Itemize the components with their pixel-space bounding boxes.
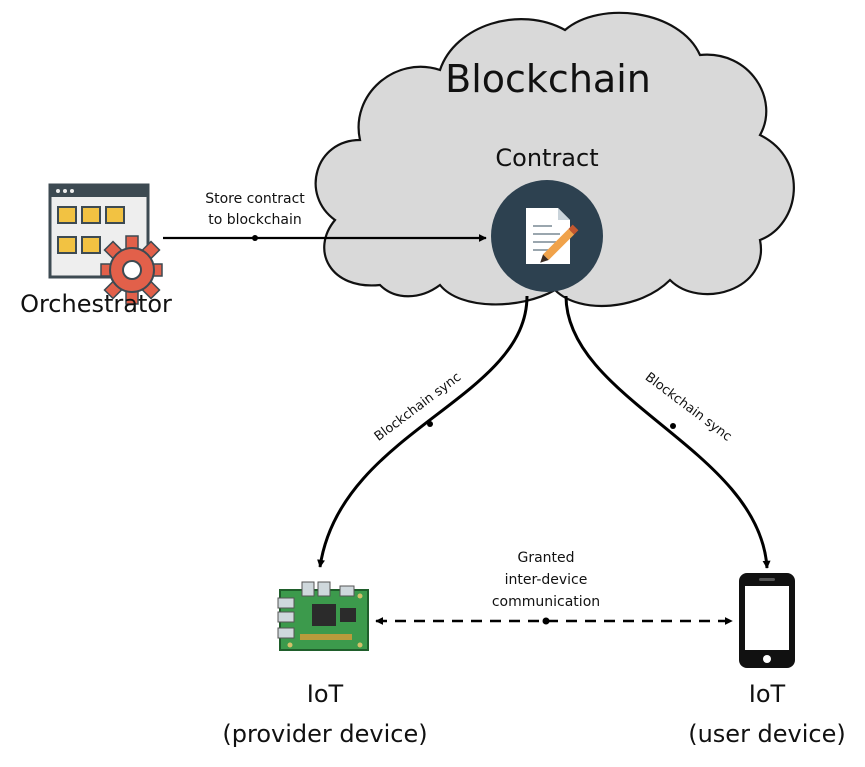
store-contract-label-line2: to blockchain — [208, 212, 302, 228]
sync-left-label: Blockchain sync — [372, 370, 464, 445]
store-contract-midpoint — [252, 235, 258, 241]
gear-icon — [100, 235, 163, 305]
inter-device-label-line3: communication — [492, 594, 600, 610]
provider-label-line1: IoT — [307, 680, 344, 708]
store-contract-label-line1: Store contract — [205, 191, 305, 207]
provider-device-icon — [277, 581, 369, 651]
sync-right-midpoint — [670, 423, 676, 429]
orchestrator-icon — [48, 183, 163, 305]
sync-left-midpoint — [427, 421, 433, 427]
inter-device-label-line2: inter-device — [505, 572, 588, 588]
user-label-line2: (user device) — [688, 720, 846, 748]
sync-right-label: Blockchain sync — [642, 370, 734, 445]
sync-right-arrow — [564, 295, 771, 569]
cloud-title: Blockchain — [445, 57, 651, 101]
inter-device-label-line1: Granted — [517, 550, 574, 566]
blockchain-cloud — [314, 11, 795, 308]
user-label-line1: IoT — [749, 680, 786, 708]
inter-device-midpoint — [542, 617, 550, 625]
contract-icon — [491, 180, 603, 292]
contract-label: Contract — [495, 144, 598, 172]
orchestrator-label: Orchestrator — [20, 290, 172, 318]
sync-left-arrow — [317, 295, 529, 568]
user-device-phone-icon — [739, 573, 795, 668]
provider-label-line2: (provider device) — [222, 720, 427, 748]
